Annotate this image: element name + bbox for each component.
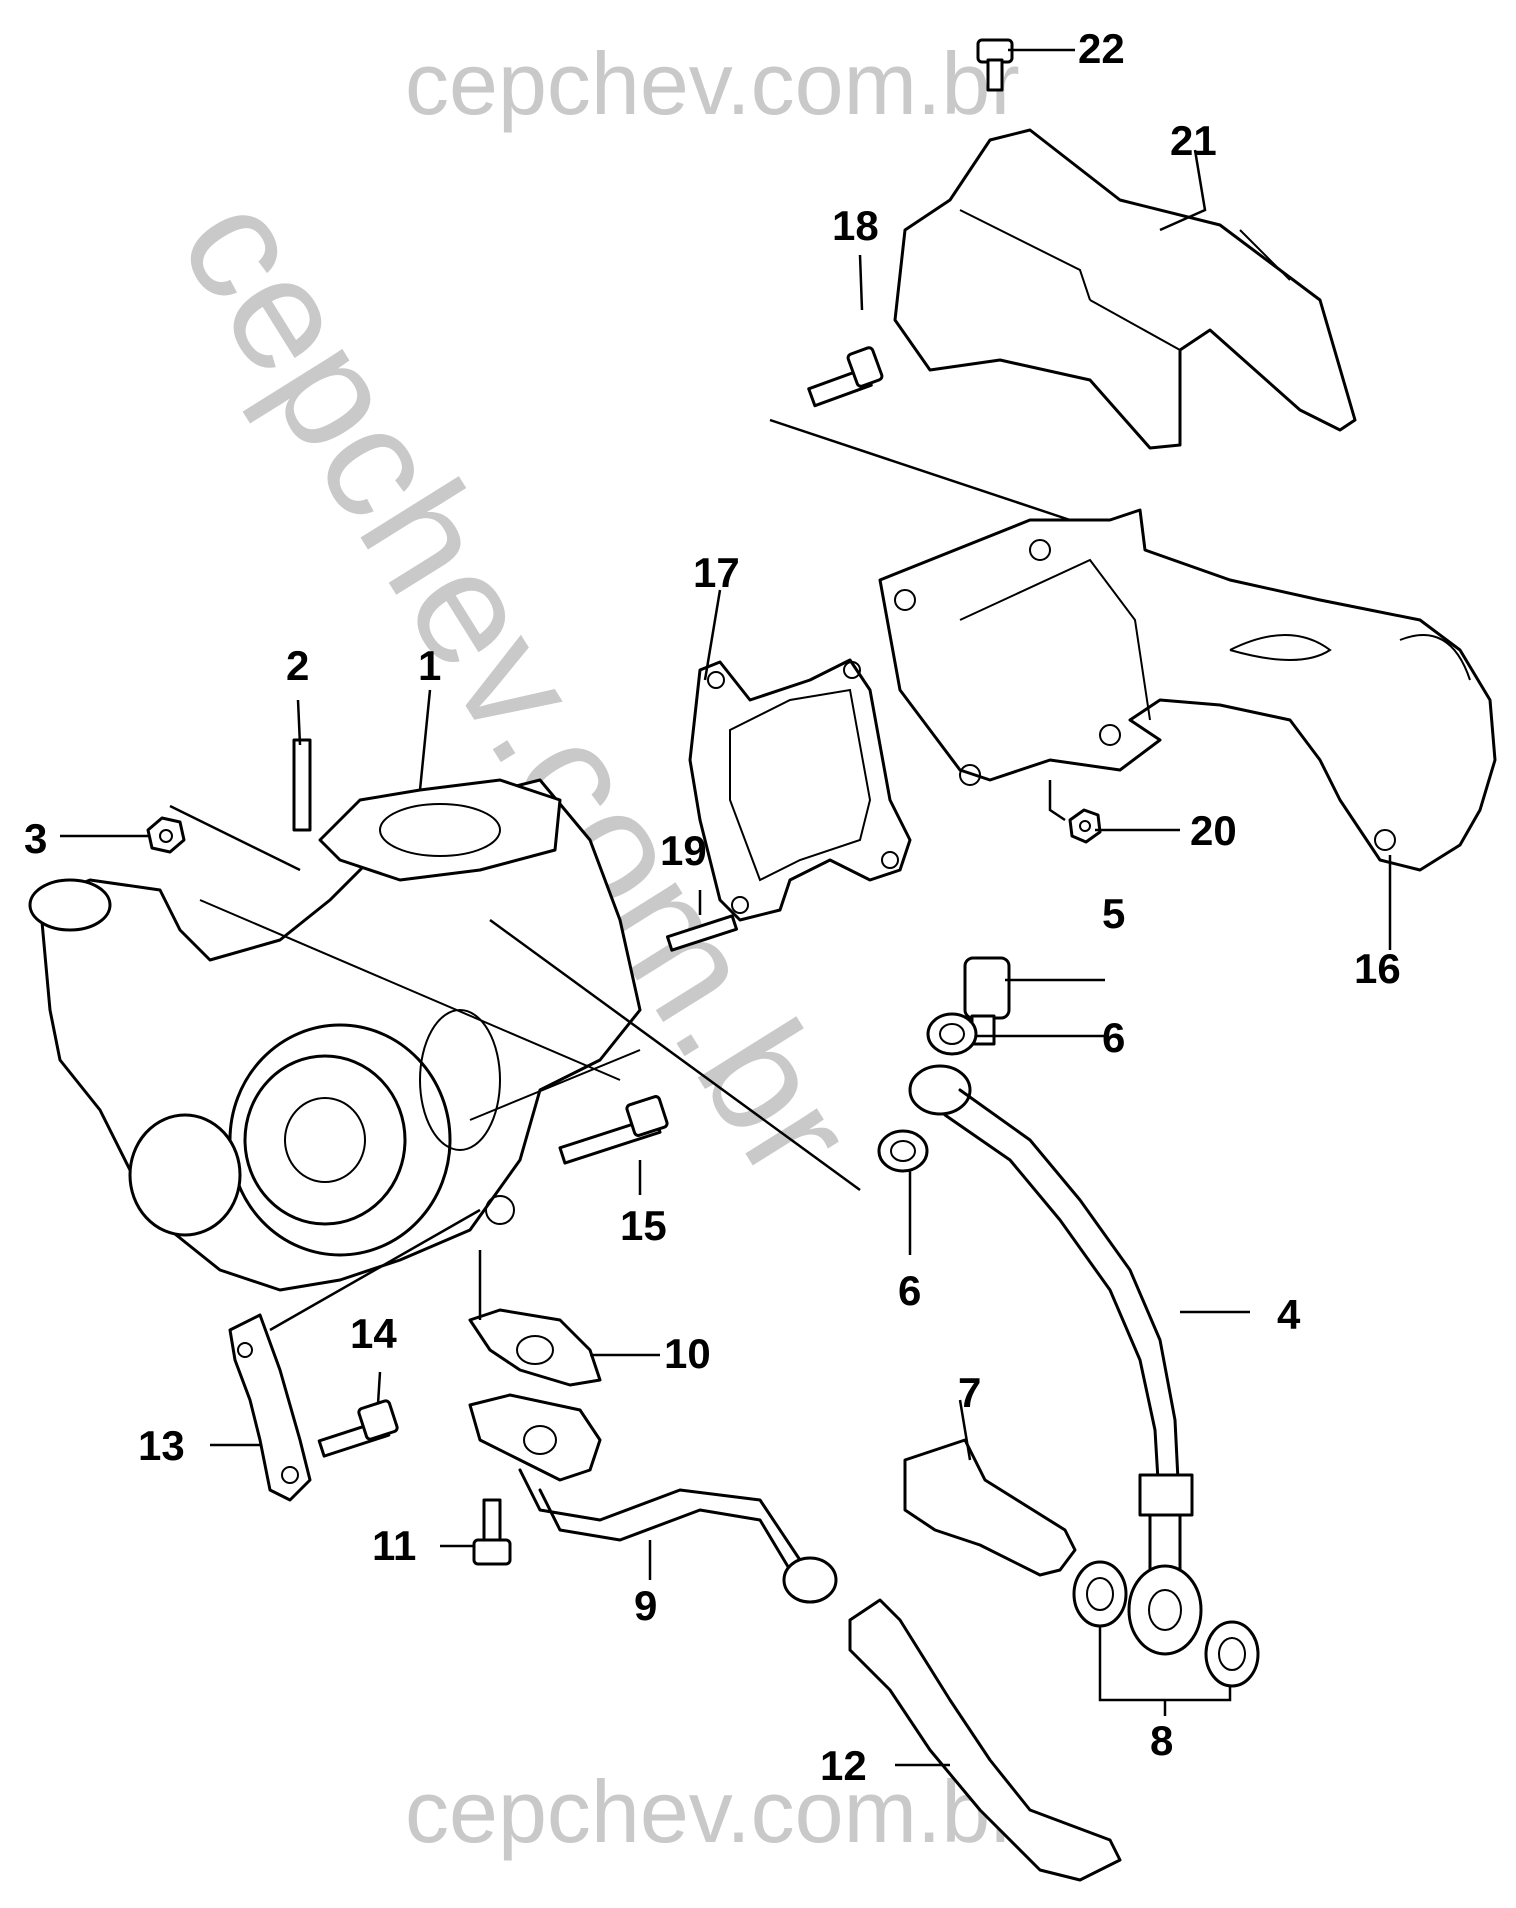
- callout-16: 16: [1354, 945, 1401, 992]
- part-19-stud: [666, 914, 738, 952]
- callout-19: 19: [660, 827, 707, 874]
- part-6-washer-upper: [926, 1012, 978, 1056]
- part-11-bolt: [472, 1498, 512, 1566]
- part-7-banjo-bolt: [903, 1438, 1077, 1577]
- callout-18: 18: [832, 202, 879, 249]
- part-4-oil-feed-pipe: [908, 1064, 1203, 1656]
- part-3-nut: [146, 816, 186, 854]
- callout-8: 8: [1150, 1717, 1174, 1764]
- part-9-oil-return-pipe: [468, 1393, 838, 1604]
- callout-6-lower: 6: [898, 1267, 922, 1314]
- watermark-bottom: cepchev.com.br: [405, 1762, 1020, 1861]
- callout-9: 9: [634, 1582, 658, 1629]
- part-20-nut: [1068, 808, 1102, 844]
- callout-13: 13: [138, 1422, 185, 1469]
- callout-7: 7: [958, 1369, 982, 1416]
- callout-20: 20: [1190, 807, 1237, 854]
- leader-lines: [60, 48, 1392, 1767]
- part-18-bolt: [807, 346, 884, 408]
- part-22-bolt: [976, 38, 1014, 92]
- callout-11: 11: [372, 1522, 417, 1569]
- part-14-bolt: [317, 1399, 399, 1458]
- callout-1: 1: [418, 642, 442, 689]
- callout-14: 14: [350, 1310, 397, 1357]
- callout-2: 2: [286, 642, 310, 689]
- callout-22: 22: [1078, 25, 1125, 72]
- part-15-bolt: [558, 1095, 669, 1165]
- part-6-washer-lower: [877, 1129, 929, 1173]
- part-21-heat-shield: [893, 128, 1357, 450]
- callout-3: 3: [24, 815, 48, 862]
- callout-21: 21: [1170, 117, 1217, 164]
- part-1-turbocharger: [28, 778, 642, 1292]
- callout-10: 10: [664, 1330, 711, 1377]
- watermark-top: cepchev.com.br: [405, 34, 1020, 133]
- part-2-stud: [292, 738, 312, 832]
- part-8-washers: [1072, 1560, 1260, 1688]
- callout-5: 5: [1102, 890, 1126, 937]
- part-13-bracket: [228, 1313, 312, 1502]
- callout-17: 17: [693, 549, 740, 596]
- callout-6-upper: 6: [1102, 1014, 1126, 1061]
- callout-12: 12: [820, 1742, 867, 1789]
- part-16-exhaust-pipe: [878, 508, 1497, 872]
- callout-15: 15: [620, 1202, 667, 1249]
- part-17-gasket: [688, 658, 912, 922]
- part-10-gasket: [468, 1308, 602, 1387]
- part-12-hose: [848, 1598, 1122, 1882]
- callout-4: 4: [1277, 1291, 1301, 1338]
